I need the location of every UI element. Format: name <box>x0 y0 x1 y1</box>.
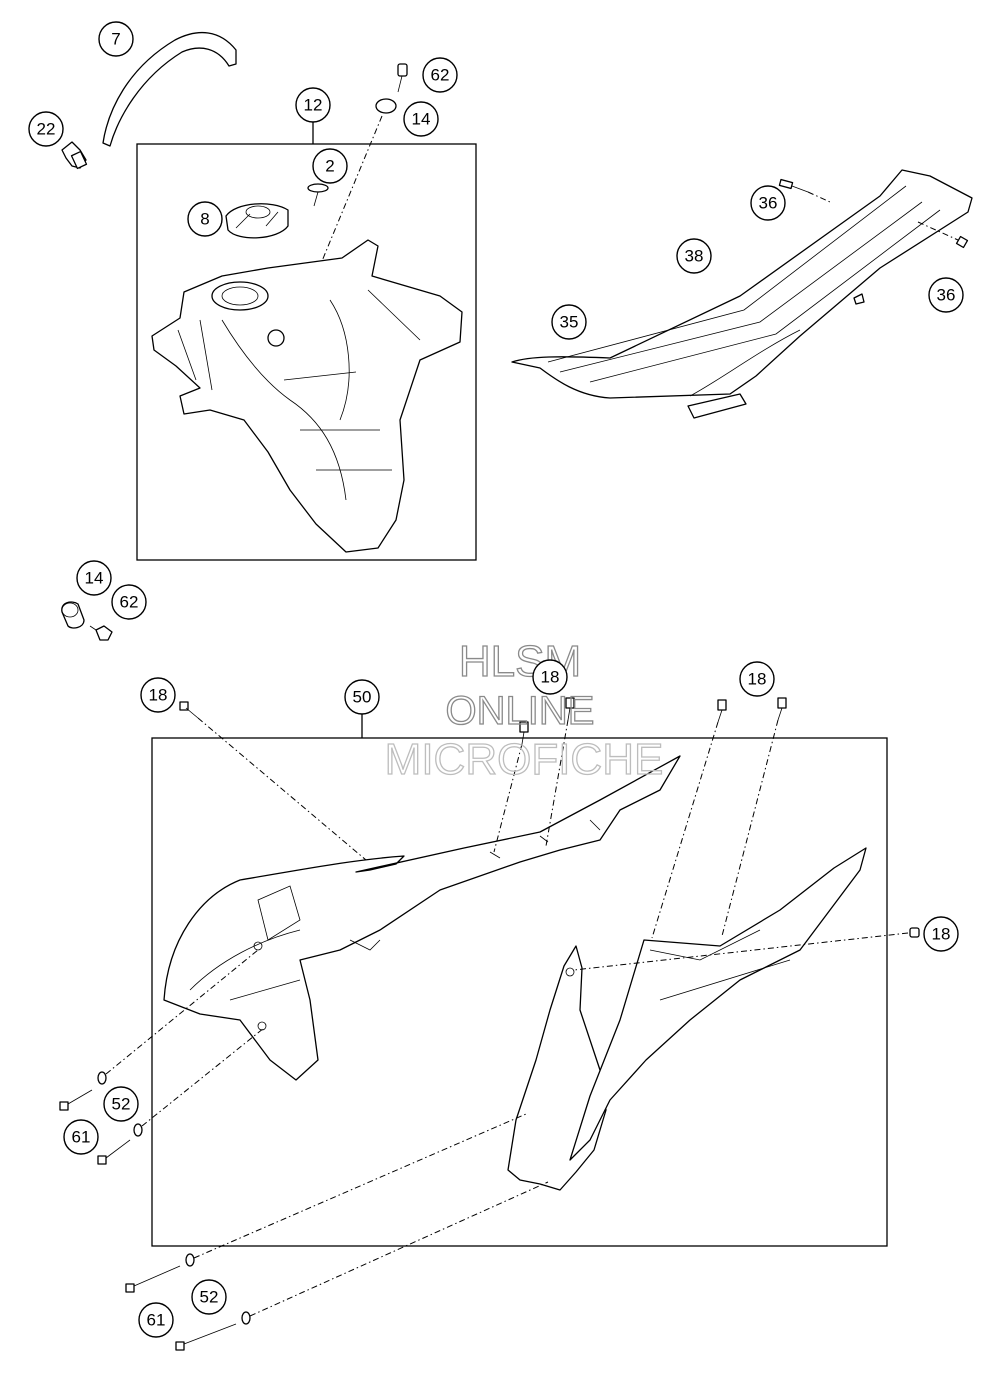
side-cover-screw-1 <box>179 701 199 719</box>
svg-text:14: 14 <box>412 110 431 129</box>
screw-bottom-1 <box>125 1265 181 1293</box>
watermark-line-3: MICROFICHE <box>385 735 664 784</box>
bolt-path-top <box>309 115 383 291</box>
screw-path-3 <box>545 719 569 847</box>
side-cover-left <box>163 755 681 1081</box>
tank-mount-bolt-top <box>397 63 408 93</box>
rubber-spacer-lower <box>61 601 85 629</box>
svg-text:14: 14 <box>85 569 104 588</box>
callout-8[interactable]: 8 <box>187 201 223 237</box>
callout-18-right-top[interactable]: 18 <box>739 661 775 697</box>
fuel-tank-assembly-frame <box>136 143 477 561</box>
svg-text:52: 52 <box>200 1288 219 1307</box>
screw-path-bottom-1 <box>193 1113 527 1259</box>
svg-text:61: 61 <box>72 1128 91 1147</box>
callout-52-left[interactable]: 52 <box>103 1086 139 1122</box>
callout-12[interactable]: 12 <box>295 87 331 123</box>
svg-text:62: 62 <box>120 593 139 612</box>
svg-text:62: 62 <box>431 66 450 85</box>
svg-text:18: 18 <box>932 925 951 944</box>
side-cover-screw-2 <box>519 721 529 745</box>
callout-61-left[interactable]: 61 <box>63 1119 99 1155</box>
callout-62-lower[interactable]: 62 <box>111 584 147 620</box>
callout-36-rear[interactable]: 36 <box>928 277 964 313</box>
callout-38[interactable]: 38 <box>676 238 712 274</box>
svg-text:35: 35 <box>560 313 579 332</box>
svg-text:22: 22 <box>37 120 56 139</box>
svg-text:52: 52 <box>112 1095 131 1114</box>
seat <box>511 169 973 419</box>
screw-left-1 <box>59 1089 93 1111</box>
callout-50[interactable]: 50 <box>344 679 380 715</box>
vent-hose <box>102 31 237 147</box>
svg-text:7: 7 <box>111 30 120 49</box>
washer-bottom-2 <box>241 1311 251 1325</box>
side-cover-set-frame <box>151 737 888 1247</box>
callout-18-center[interactable]: 18 <box>532 659 568 695</box>
callout-22[interactable]: 22 <box>28 111 64 147</box>
washer-left-2 <box>133 1123 143 1137</box>
screw-path-left-2 <box>141 1027 265 1127</box>
callout-36-front[interactable]: 36 <box>750 185 786 221</box>
callout-2[interactable]: 2 <box>312 148 348 184</box>
svg-text:18: 18 <box>149 686 168 705</box>
screw-bottom-2 <box>175 1323 237 1351</box>
side-cover-screw-4 <box>717 699 727 723</box>
callout-7[interactable]: 7 <box>98 21 134 57</box>
side-cover-screw-6 <box>909 927 920 938</box>
fuel-filler-cap <box>225 203 289 239</box>
callout-18-right[interactable]: 18 <box>923 916 959 952</box>
callout-35[interactable]: 35 <box>551 304 587 340</box>
screw-path-bottom-2 <box>249 1181 549 1317</box>
tank-mount-bolt-lower <box>89 625 113 641</box>
callout-62[interactable]: 62 <box>422 57 458 93</box>
svg-text:38: 38 <box>685 247 704 266</box>
callout-18-left[interactable]: 18 <box>140 677 176 713</box>
screw-path-6 <box>573 932 909 971</box>
rubber-spacer-top <box>375 98 397 114</box>
seat-bolt-path-rear <box>917 221 959 241</box>
callout-52-bottom[interactable]: 52 <box>191 1279 227 1315</box>
svg-text:2: 2 <box>325 157 334 176</box>
seat-bolt-rear <box>955 235 969 249</box>
seat-bolt-front <box>778 178 809 193</box>
svg-text:18: 18 <box>748 670 767 689</box>
watermark-line-2: ONLINE <box>446 689 595 733</box>
callout-61-bottom[interactable]: 61 <box>138 1302 174 1338</box>
seat-bolt-path-front <box>807 191 831 203</box>
side-cover-screw-5 <box>777 697 787 721</box>
watermark: HLSM ONLINE MICROFICHE <box>384 636 664 784</box>
fuel-tank <box>151 239 463 553</box>
screw-path-5 <box>721 719 779 937</box>
callout-14[interactable]: 14 <box>403 101 439 137</box>
screw-path-1 <box>197 717 367 861</box>
svg-text:18: 18 <box>541 668 560 687</box>
screw-path-4 <box>651 721 719 939</box>
svg-text:36: 36 <box>937 286 956 305</box>
svg-text:50: 50 <box>353 688 372 707</box>
screw-path-left-1 <box>105 949 259 1075</box>
washer-left-1 <box>97 1071 107 1085</box>
svg-text:12: 12 <box>304 96 323 115</box>
svg-text:8: 8 <box>200 210 209 229</box>
side-cover-screw-3 <box>565 697 575 721</box>
washer-bottom-1 <box>185 1253 195 1267</box>
callout-14-lower[interactable]: 14 <box>76 560 112 596</box>
hose-elbow-fitting <box>61 141 88 170</box>
svg-text:36: 36 <box>759 194 778 213</box>
filler-cap-screw <box>307 183 329 207</box>
svg-text:61: 61 <box>147 1311 166 1330</box>
screw-path-2 <box>493 743 523 853</box>
screw-left-2 <box>97 1139 131 1165</box>
side-cover-right <box>507 847 867 1191</box>
